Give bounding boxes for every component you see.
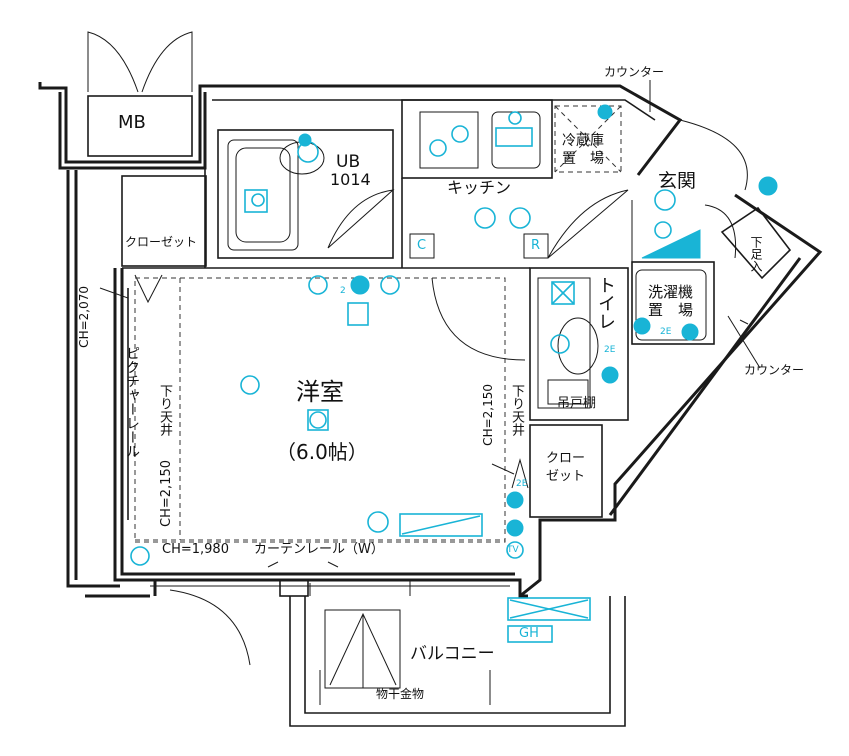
picture-rail-label: ピクチャーレール [124, 346, 140, 458]
kitchen [401, 99, 629, 268]
toilet-room [529, 267, 629, 421]
ub-size-label: 1014 [330, 170, 371, 189]
kitchen-label: キッチン [447, 178, 512, 197]
ceiling-height-bottom: CH=1,980 [162, 542, 229, 557]
fridge-label-top: 冷蔵庫 [562, 133, 604, 149]
mb-label: MB [118, 112, 146, 133]
closet-right-label-2: ゼット [546, 469, 586, 484]
balcony [289, 596, 626, 727]
counter-label-right: カウンター [744, 363, 805, 377]
window-bottom [150, 579, 510, 666]
shoe-cabinet-label: 下足入 [749, 236, 763, 272]
curtain-rail-label: カーテンレール（W） [254, 542, 384, 557]
soffit-right-label: 下り天井 [509, 384, 524, 436]
outer-walls [38, 82, 823, 598]
balcony-label: バルコニー [410, 644, 495, 664]
bathroom [217, 129, 395, 259]
ceiling-height-left: CH=2,070 [77, 286, 91, 348]
entrance-area [631, 119, 792, 345]
e2-mark-c: 2E [516, 479, 528, 489]
counter-label-top: カウンター [604, 65, 665, 79]
ub-label: UB [336, 152, 361, 172]
c-mark: C [417, 238, 427, 253]
closet-left [121, 175, 207, 304]
ceiling-height-right: CH=2,150 [481, 384, 495, 446]
annotation-arrows [99, 80, 761, 568]
washer-label-top: 洗濯機 [648, 283, 694, 301]
soffit-left-label: 下り天井 [157, 384, 172, 436]
room-size-label: （6.0帖） [276, 440, 368, 464]
ceiling-height-soffit-left: CH=2,150 [159, 460, 174, 527]
outlet-count-mark: 2 [340, 286, 346, 296]
gh-label: GH [519, 626, 539, 641]
closet-right [511, 424, 603, 518]
mb-box [87, 31, 193, 157]
tv-mark: TV [507, 545, 519, 555]
e2-mark-b: 2E [660, 327, 672, 337]
closet-left-label: クローゼット [125, 235, 198, 249]
r-mark: R [531, 238, 541, 253]
room-label: 洋室 [296, 378, 344, 406]
western-room [122, 267, 530, 543]
entrance-label: 玄関 [658, 170, 697, 192]
fridge-label-bottom: 置 場 [562, 151, 604, 167]
closet-right-label-1: クロー [546, 451, 586, 466]
equipment-symbols [130, 104, 778, 643]
toilet-label: トイレ [595, 276, 616, 330]
e2-mark-a: 2E [604, 345, 616, 355]
drying-hardware-label: 物干金物 [376, 687, 425, 701]
washer-label-bottom: 置 場 [648, 301, 694, 319]
shelf-label: 吊戸棚 [557, 396, 597, 411]
